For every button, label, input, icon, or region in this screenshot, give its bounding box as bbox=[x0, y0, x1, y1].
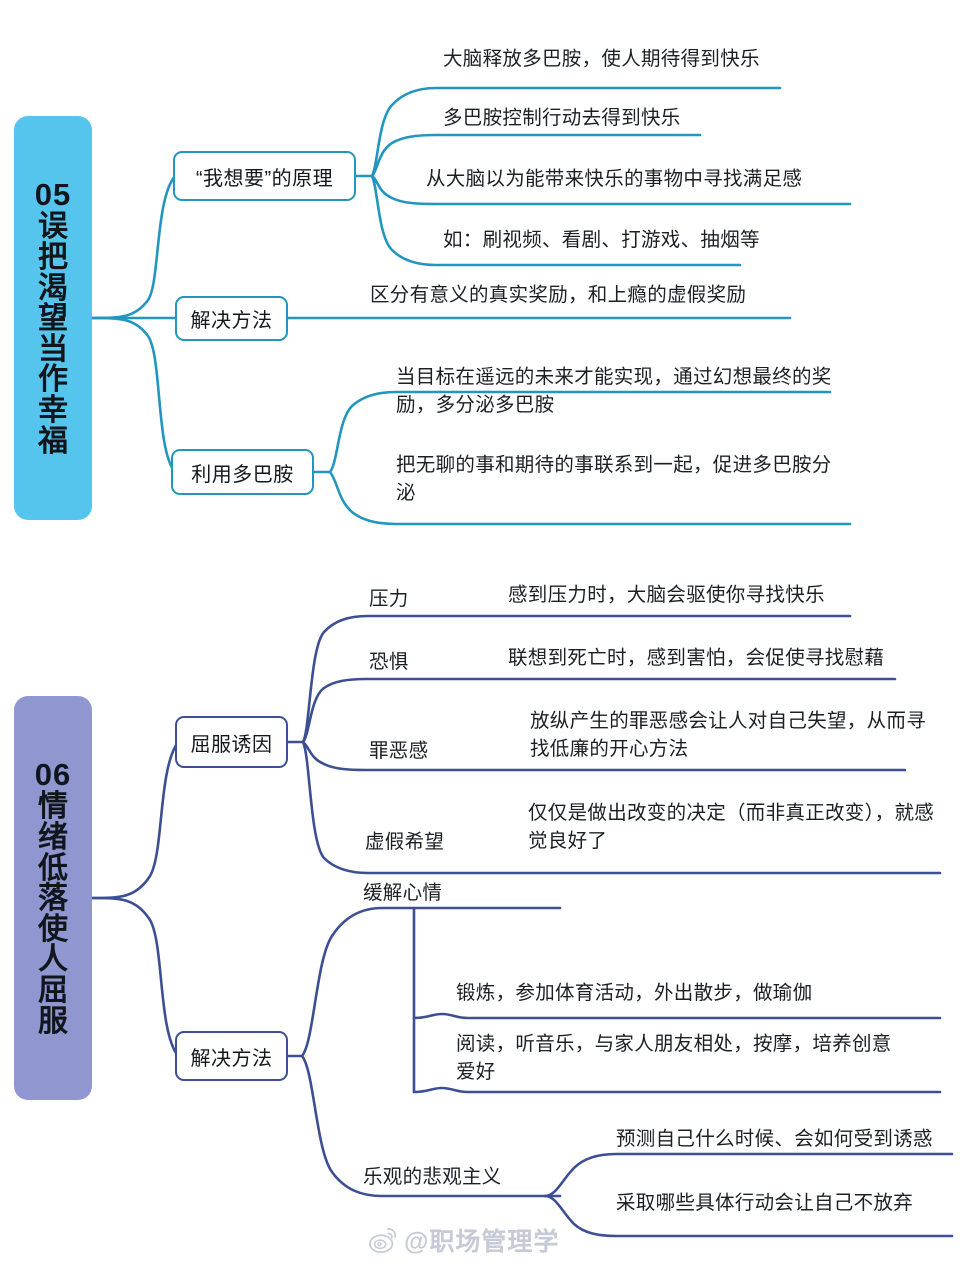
root-06-char-2: 低 bbox=[38, 851, 68, 885]
leaf-false-hope-desc: 仅仅是做出改变的决定（而非真正改变），就感觉良好了 bbox=[528, 802, 935, 852]
root-06-char-3: 落 bbox=[38, 882, 68, 916]
sublabel-optimistic-pessimism: 乐观的悲观主义 bbox=[363, 1166, 502, 1188]
sublabel-relieve-mood: 缓解心情 bbox=[363, 882, 443, 904]
leaf-dopamine-control: 多巴胺控制行动去得到快乐 bbox=[443, 107, 681, 129]
branch-node-solution-05[interactable]: 解决方法 bbox=[175, 296, 288, 341]
root-05-char-0: 误 bbox=[38, 210, 68, 244]
root-node-06[interactable]: 06 情 绪 低 落 使 人 屈 服 bbox=[14, 696, 92, 1100]
leaf-fantasy-reward: 当目标在遥远的未来才能实现，通过幻想最终的奖励，多分泌多巴胺 bbox=[396, 366, 832, 416]
root-06-char-7: 服 bbox=[38, 1004, 68, 1038]
root-06-number: 06 bbox=[34, 756, 72, 792]
root-06-char-6: 屈 bbox=[38, 973, 68, 1007]
leaf-stress-desc: 感到压力时，大脑会驱使你寻找快乐 bbox=[508, 584, 825, 606]
leaf-guilt-desc: 放纵产生的罪恶感会让人对自己失望，从而寻找低廉的开心方法 bbox=[530, 710, 927, 760]
leaf-examples: 如：刷视频、看剧、打游戏、抽烟等 bbox=[443, 229, 760, 251]
sublabel-guilt: 罪恶感 bbox=[369, 740, 429, 762]
root-node-05[interactable]: 05 误 把 渴 望 当 作 幸 福 bbox=[14, 116, 92, 520]
branch-node-surrender-causes[interactable]: 屈服诱因 bbox=[175, 716, 288, 768]
sublabel-fear: 恐惧 bbox=[369, 651, 409, 673]
weibo-watermark: @职场管理学 bbox=[368, 1222, 559, 1258]
branch-node-principle[interactable]: “我想要”的原理 bbox=[173, 151, 356, 201]
root-05-char-3: 望 bbox=[38, 302, 68, 336]
sublabel-stress: 压力 bbox=[369, 588, 409, 610]
weibo-icon bbox=[369, 1227, 397, 1254]
root-06-char-5: 人 bbox=[38, 943, 68, 977]
root-05-char-2: 渴 bbox=[38, 271, 68, 305]
leaf-concrete-actions: 采取哪些具体行动会让自己不放弃 bbox=[616, 1192, 914, 1214]
leaf-real-vs-fake-reward: 区分有意义的真实奖励，和上瘾的虚假奖励 bbox=[370, 284, 747, 306]
root-06-char-0: 情 bbox=[38, 790, 68, 824]
weibo-handle: @职场管理学 bbox=[404, 1228, 560, 1256]
sublabel-false-hope: 虚假希望 bbox=[365, 831, 445, 853]
root-05-char-4: 当 bbox=[38, 332, 68, 366]
leaf-dopamine-release: 大脑释放多巴胺，使人期待得到快乐 bbox=[443, 48, 760, 70]
leaf-seek-satisfaction: 从大脑以为能带来快乐的事物中寻找满足感 bbox=[426, 168, 803, 190]
branch-node-solution-06[interactable]: 解决方法 bbox=[175, 1031, 288, 1081]
leaf-fear-desc: 联想到死亡时，感到害怕，会促使寻找慰藉 bbox=[508, 647, 885, 669]
root-05-char-6: 幸 bbox=[38, 393, 68, 427]
root-05-char-7: 福 bbox=[38, 424, 68, 458]
leaf-reading-music: 阅读，听音乐，与家人朋友相处，按摩，培养创意爱好 bbox=[456, 1033, 892, 1083]
leaf-link-boring-expected: 把无聊的事和期待的事联系到一起，促进多巴胺分泌 bbox=[396, 454, 832, 504]
leaf-predict-temptation: 预测自己什么时候、会如何受到诱惑 bbox=[616, 1128, 933, 1150]
branch-node-use-dopamine[interactable]: 利用多巴胺 bbox=[171, 449, 314, 495]
root-05-char-5: 作 bbox=[38, 363, 68, 397]
root-05-char-1: 把 bbox=[38, 241, 68, 275]
root-05-number: 05 bbox=[34, 176, 72, 212]
root-06-char-4: 使 bbox=[38, 912, 68, 946]
root-06-char-1: 绪 bbox=[38, 821, 68, 855]
leaf-exercise: 锻炼，参加体育活动，外出散步，做瑜伽 bbox=[456, 982, 813, 1004]
